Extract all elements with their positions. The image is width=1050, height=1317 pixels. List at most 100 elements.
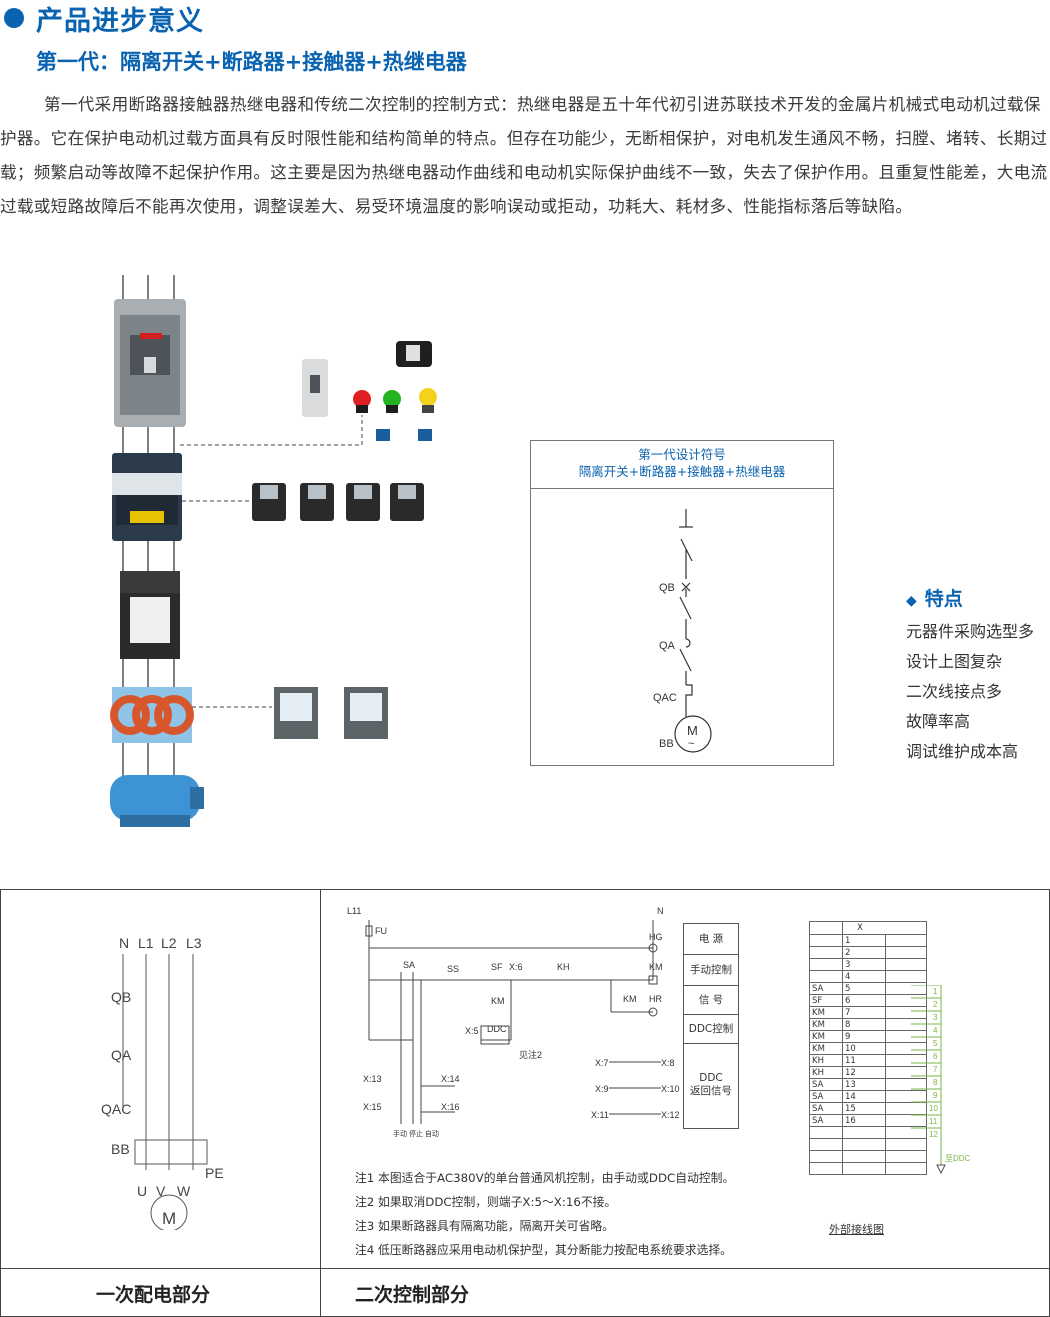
fu-label: FU xyxy=(375,926,387,936)
terminal-number: 7 xyxy=(841,1006,887,1019)
terminal-device: KH xyxy=(809,1066,843,1079)
terminal-blank xyxy=(885,958,927,971)
x16-label: X:16 xyxy=(441,1102,460,1112)
phase-l3: L3 xyxy=(186,935,202,951)
terminal-number: 14 xyxy=(841,1090,887,1103)
terminal-number: 5 xyxy=(841,982,887,995)
motor-label: M xyxy=(687,723,698,738)
ddc-line-number: 5 xyxy=(933,1039,938,1048)
x6-label: X:6 xyxy=(509,962,523,972)
design-symbol-diagram: QB QA QAC BB M ~ xyxy=(653,509,712,753)
pe-label: PE xyxy=(205,1165,224,1181)
ddc-line-number: 4 xyxy=(933,1026,938,1035)
ddc-line-number: 7 xyxy=(933,1065,938,1074)
product-illustration xyxy=(110,275,437,827)
qb-label: QB xyxy=(659,582,675,594)
terminal-device: KM xyxy=(809,1042,843,1055)
ddc-line-number: 8 xyxy=(933,1078,938,1087)
note-4: 注4 低压断路器应采用电动机保护型，其分断能力按配电系统要求选择。 xyxy=(355,1243,732,1257)
qa-label: QA xyxy=(659,640,676,652)
features-panel: ◆特点 元器件采购选型多 设计上图复杂 二次线接点多 故障率高 调试维护成本高 xyxy=(906,584,1034,767)
n-label: N xyxy=(657,906,664,916)
x14-label: X:14 xyxy=(441,1074,460,1084)
note2-ref: 见注2 xyxy=(519,1049,542,1060)
v-label: V xyxy=(156,1183,166,1199)
ddc-line-number: 11 xyxy=(929,1117,938,1126)
terminal-number xyxy=(841,1138,887,1151)
terminal-number: 1 xyxy=(841,934,887,947)
terminal-device: SA xyxy=(809,982,843,995)
feature-item: 二次线接点多 xyxy=(906,682,1003,701)
terminal-number xyxy=(841,1162,887,1175)
terminal-device: KM xyxy=(809,1006,843,1019)
phase-l2: L2 xyxy=(161,935,177,951)
terminal-device xyxy=(809,1162,843,1175)
selector-switch-icon xyxy=(396,341,432,367)
terminal-number: 6 xyxy=(841,994,887,1007)
hg-label: HG xyxy=(649,932,663,942)
section-title: 产品进步意义 xyxy=(0,0,204,37)
diamond-icon: ◆ xyxy=(906,593,917,609)
note-2: 注2 如果取消DDC控制，则端子X:5～X:16不接。 xyxy=(355,1195,617,1209)
to-ddc-label: 至DDC xyxy=(945,1154,971,1163)
qac-label: QAC xyxy=(653,692,677,704)
x10-label: X:10 xyxy=(661,1084,680,1094)
sf-label: SF xyxy=(491,962,503,972)
ddc-line-number: 3 xyxy=(933,1013,938,1022)
bb-label: BB xyxy=(659,738,674,750)
page-title: 产品进步意义 xyxy=(36,5,204,37)
x12-label: X:12 xyxy=(661,1110,680,1120)
page-subtitle: 第一代：隔离开关+断路器+接触器+热继电器 xyxy=(36,50,467,74)
intro-paragraph: 第一代采用断路器接触器热继电器和传统二次控制的控制方式：热继电器是五十年代初引进… xyxy=(0,95,1048,216)
ddc-line-number: 2 xyxy=(933,1000,938,1009)
terminal-device xyxy=(809,1138,843,1151)
bullet-dot-icon xyxy=(4,8,24,28)
ddc-line-number: 1 xyxy=(933,987,938,996)
terminal-row xyxy=(809,1138,927,1151)
terminal-blank xyxy=(885,946,927,959)
terminal-device: SF xyxy=(809,994,843,1007)
feature-item: 设计上图复杂 xyxy=(906,652,1003,671)
switch-icon xyxy=(302,359,328,417)
design-symbol-panel: 第一代设计符号 隔离开关+断路器+接触器+热继电器 QB QA QAC BB M… xyxy=(530,440,834,766)
feature-item: 调试维护成本高 xyxy=(906,742,1019,761)
terminal-number: 3 xyxy=(841,958,887,971)
x7-label: X:7 xyxy=(595,1058,609,1068)
ddc-box-label: DDC xyxy=(487,1024,507,1034)
terminal-blank xyxy=(885,1162,927,1175)
note-3: 注3 如果断路器具有隔离功能，隔离开关可省略。 xyxy=(355,1219,614,1233)
terminal-blank xyxy=(885,970,927,983)
terminal-number: 8 xyxy=(841,1018,887,1031)
terminal-device xyxy=(809,934,843,947)
w-label: W xyxy=(177,1183,191,1199)
u-label: U xyxy=(137,1183,147,1199)
terminal-blank xyxy=(885,934,927,947)
x13-label: X:13 xyxy=(363,1074,382,1084)
terminal-header: X xyxy=(842,921,927,935)
x9-label: X:9 xyxy=(595,1084,609,1094)
notes: 注1 本图适合于AC380V的单台普通风机控制，由手动或DDC自动控制。 注2 … xyxy=(355,1166,734,1262)
terminal-device: KM xyxy=(809,1030,843,1043)
motor-tilde: ~ xyxy=(688,738,694,750)
ddc-line-number: 9 xyxy=(933,1091,938,1100)
km2-label: KM xyxy=(623,994,637,1004)
l11-label: L11 xyxy=(347,906,361,916)
terminal-row xyxy=(809,1162,927,1175)
features-title: ◆特点 xyxy=(906,588,963,610)
terminal-device xyxy=(809,946,843,959)
terminal-number xyxy=(841,1150,887,1163)
terminal-number: 15 xyxy=(841,1102,887,1115)
meters-icon xyxy=(274,687,388,739)
terminal-device: SA xyxy=(809,1078,843,1091)
qa-label: QA xyxy=(111,1047,132,1063)
x5-label: X:5 xyxy=(465,1026,479,1036)
x15-label: X:15 xyxy=(363,1102,382,1112)
